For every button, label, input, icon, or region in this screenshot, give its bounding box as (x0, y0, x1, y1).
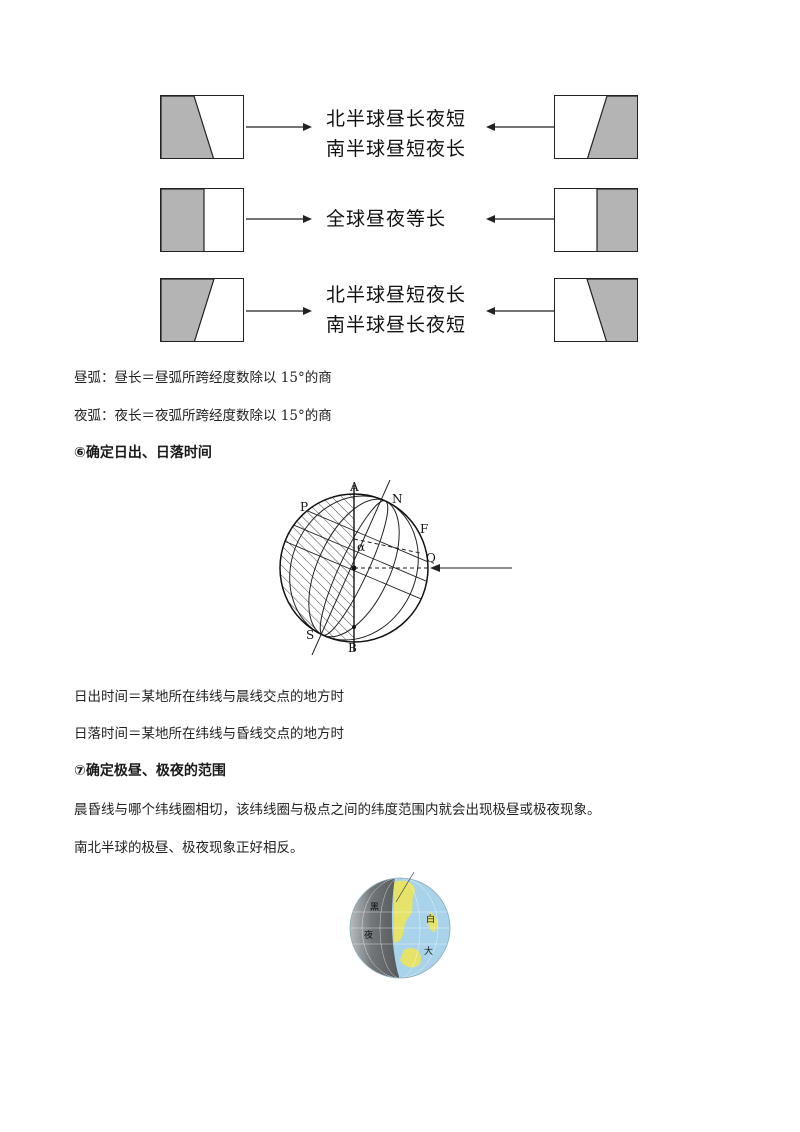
globe-label-alpha: α (357, 540, 365, 554)
earth-label-night2: 夜 (364, 929, 373, 941)
arrow-right-2 (246, 215, 312, 223)
arrow-right-1 (246, 123, 312, 131)
right-illumination-box-3 (554, 278, 638, 342)
sunrise-text: 日出时间＝某地所在纬线与晨线交点的地方时 (74, 689, 344, 705)
section7-heading: ⑦确定极昼、极夜的范围 (74, 763, 226, 779)
globe-label-Q: Q (426, 551, 436, 565)
row3-line2: 南半球昼长夜短 (326, 314, 467, 336)
globe-label-B: B (348, 641, 357, 655)
globe-label-N: N (392, 492, 403, 506)
section6-heading: ⑥确定日出、日落时间 (74, 445, 212, 461)
globe-label-F: F (420, 522, 428, 536)
night-arc-text: 夜弧：夜长＝夜弧所跨经度数除以 15°的商 (74, 408, 332, 424)
earth-label-night1: 黑 (370, 902, 379, 913)
right-illumination-box-1 (554, 95, 638, 159)
arrow-right-3 (246, 307, 312, 315)
arrow-left-2 (486, 215, 554, 223)
globe-label-S: S (306, 628, 314, 642)
left-illumination-box-1 (160, 95, 244, 159)
globe-label-P: P (300, 500, 308, 514)
sunrise-sunset-globe-diagram: A N P F α Q S B (279, 479, 512, 656)
right-illumination-box-2 (554, 188, 638, 252)
earth-label-day2: 大 (424, 945, 433, 957)
row1-line1: 北半球昼长夜短 (326, 108, 467, 130)
globe-label-A: A (349, 480, 359, 494)
earth-label-day1: 白 (426, 913, 435, 925)
left-illumination-box-3 (160, 278, 244, 342)
row1-line2: 南半球昼短夜长 (326, 138, 467, 160)
row3-line1: 北半球昼短夜长 (326, 284, 467, 306)
polar-text-2: 南北半球的极昼、极夜现象正好相反。 (74, 840, 304, 856)
left-illumination-box-2 (160, 188, 244, 252)
earth-day-night-illustration: 黑 夜 白 大 (349, 872, 451, 979)
day-arc-text: 昼弧：昼长＝昼弧所跨经度数除以 15°的商 (74, 370, 332, 386)
arrow-left-1 (486, 123, 554, 131)
polar-text-1: 晨昏线与哪个纬线圈相切，该纬线圈与极点之间的纬度范围内就会出现极昼或极夜现象。 (74, 802, 601, 818)
row2-line1: 全球昼夜等长 (326, 208, 447, 230)
arrow-left-3 (486, 307, 554, 315)
sunset-text: 日落时间＝某地所在纬线与昏线交点的地方时 (74, 726, 344, 742)
